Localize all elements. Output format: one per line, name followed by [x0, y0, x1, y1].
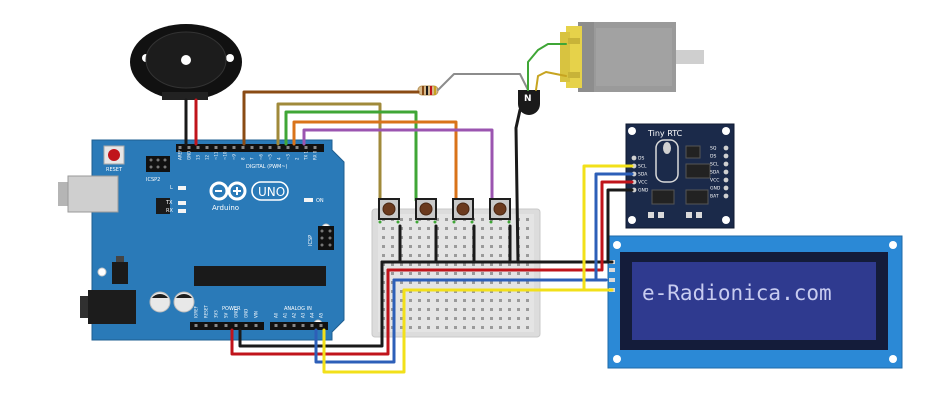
- pin-label: 13: [196, 154, 201, 160]
- transistor-label: N: [524, 94, 532, 104]
- wire-motor-green: [527, 43, 567, 91]
- power-header: [190, 322, 264, 330]
- push-button[interactable]: [415, 198, 437, 224]
- rtc-pin-label: SCL: [710, 162, 719, 168]
- icsp2-label: ICSP2: [146, 177, 160, 183]
- push-button[interactable]: [489, 198, 511, 224]
- pin-label: A5: [319, 312, 324, 318]
- icsp2-header: [146, 156, 170, 172]
- pin-label: RESET: [204, 305, 209, 318]
- wire-rtc-black: [606, 188, 634, 264]
- wires: [184, 43, 634, 374]
- pin-label: A2: [292, 312, 297, 318]
- pin-label: 12: [205, 154, 210, 160]
- rx-led-label: RX: [166, 208, 173, 214]
- wire-rtc-red: [600, 180, 634, 272]
- wire-transistor-black: [514, 108, 522, 264]
- wire-button3: [292, 120, 458, 202]
- rtc-pin-label: GND: [710, 186, 721, 192]
- dc-motor: [560, 22, 704, 92]
- lcd-text: e-Radionica.com: [642, 281, 832, 305]
- arduino-logo-icon: [209, 181, 289, 201]
- analog-label: ANALOG IN: [284, 306, 312, 312]
- on-led-label: ON: [316, 198, 324, 204]
- wire-a5-yellow: [322, 288, 406, 374]
- capacitor: [173, 291, 195, 313]
- wire-rtc-yellow: [582, 164, 634, 292]
- rtc-pin-label: DS: [638, 156, 644, 162]
- transistor: N: [518, 90, 540, 115]
- wire-button2: [284, 110, 418, 202]
- pin-label: A3: [301, 312, 306, 318]
- model-text: UNO: [258, 185, 285, 199]
- pin-label: ~3: [286, 154, 291, 160]
- pin-label: 8: [241, 157, 246, 160]
- pin-label: ~11: [214, 151, 219, 160]
- pin-label: VIN: [254, 311, 259, 318]
- push-button[interactable]: [378, 198, 400, 224]
- wire-motor-yellow: [535, 71, 567, 91]
- capacitor: [149, 291, 171, 313]
- pin-label: AREF: [178, 149, 183, 160]
- icsp-label: ICSP: [308, 235, 314, 246]
- pin-label: 3V3: [214, 310, 219, 318]
- wire-gray: [437, 73, 529, 91]
- resistor: [417, 85, 439, 96]
- pin-label: ~5: [268, 154, 273, 160]
- atmega-chip: [194, 266, 326, 286]
- arduino-uno-board: RESET ICSP2 L TX RX UNO Arduino ON: [58, 139, 345, 341]
- wire-gnd-black: [238, 260, 384, 348]
- rtc-pin-label: BAT: [710, 194, 719, 200]
- pin-label: GND: [244, 309, 249, 318]
- tiny-rtc-module: Tiny RTC DS SCL SDA VCC GND SQ DS SCL SDA VCC GND…: [625, 123, 735, 229]
- pin-label: TX 1: [304, 151, 309, 161]
- tx-led-label: TX: [165, 200, 173, 206]
- pin-label: GND: [187, 151, 192, 160]
- reset-button[interactable]: [103, 145, 125, 165]
- rtc-pin-label: SDA: [638, 172, 648, 178]
- breadboard: [371, 208, 541, 338]
- pin-label: 4: [277, 157, 282, 160]
- rtc-pin-label: DS: [710, 154, 716, 160]
- digital-label: DIGITAL (PWM~): [246, 164, 288, 170]
- pin-label: RX 0: [313, 150, 318, 160]
- power-label: POWER: [222, 306, 241, 312]
- pin-label: 7: [250, 157, 255, 160]
- logo-text: Arduino: [212, 204, 239, 212]
- rtc-pin-label: SQ: [710, 146, 717, 152]
- analog-header: [270, 322, 328, 330]
- lcd-display: e-Radionica.com: [607, 235, 903, 369]
- rtc-pin-label: SCL: [638, 164, 647, 170]
- rtc-pin-label: VCC: [638, 180, 647, 186]
- rtc-pin-label: VCC: [710, 178, 719, 184]
- pin-label: GND: [234, 309, 239, 318]
- rtc-pin-label: SDA: [710, 170, 720, 176]
- rtc-title: Tiny RTC: [647, 129, 683, 138]
- wire-5v-red: [230, 268, 390, 356]
- wire-button1: [276, 102, 382, 202]
- reset-label: RESET: [106, 167, 123, 173]
- rtc-pin-label: GND: [638, 188, 649, 194]
- pin-label: A0: [274, 312, 279, 318]
- digital-header: [176, 144, 324, 152]
- pin-label: 2: [295, 157, 300, 160]
- pin-label: A1: [283, 312, 288, 318]
- pin-label: IOREF: [194, 305, 199, 318]
- pin-label: 5V: [224, 312, 229, 318]
- icsp-header: [318, 226, 334, 250]
- pin-label: A4: [310, 312, 315, 318]
- l-led-label: L: [170, 185, 173, 191]
- pin-label: ~9: [232, 154, 237, 160]
- pin-label: ~6: [259, 154, 264, 160]
- wire-a4-blue: [314, 278, 396, 364]
- pin-label: ~10: [223, 151, 228, 160]
- push-button[interactable]: [452, 198, 474, 224]
- wire-button4: [302, 128, 494, 202]
- wire-rtc-blue: [594, 172, 634, 282]
- piezo-buzzer: [130, 24, 242, 100]
- wire-brown: [242, 90, 420, 146]
